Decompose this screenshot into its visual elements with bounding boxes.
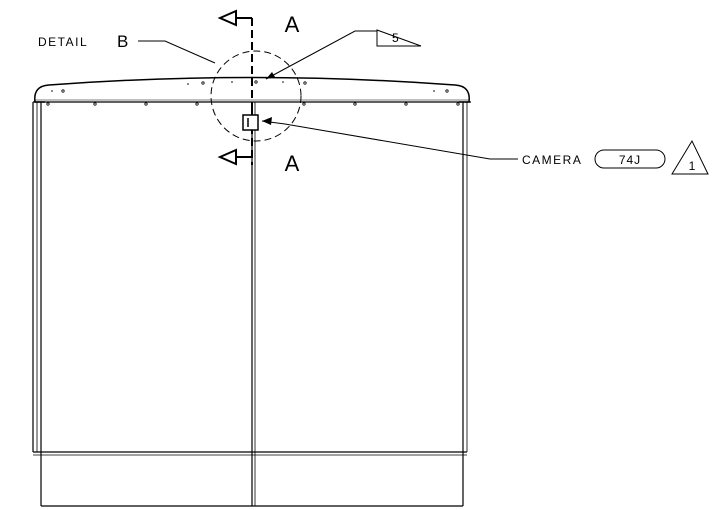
section-arrow-bottom-icon — [217, 148, 237, 166]
enclosure-body — [32, 102, 468, 507]
camera-block-icon — [242, 108, 259, 131]
roof-dots — [51, 81, 435, 92]
callout-1-triangle-icon — [671, 139, 709, 175]
roof-fasteners — [46, 80, 460, 106]
detail-letter: B — [117, 32, 128, 51]
section-arrow-top-icon — [217, 9, 237, 27]
camera-leader — [261, 117, 518, 160]
section-line-a-a — [233, 17, 253, 165]
camera-ref-text: 74J — [619, 153, 641, 167]
detail-label: DETAIL — [38, 35, 88, 49]
detail-b-leader — [138, 40, 216, 64]
section-letter-top: A — [285, 12, 300, 37]
callout-1-number: 1 — [689, 159, 696, 173]
camera-label: CAMERA — [522, 153, 582, 167]
callout-5-triangle-icon — [265, 29, 422, 80]
callout-5-number: 5 — [392, 31, 399, 45]
camera-ref-badge — [594, 149, 666, 169]
section-letter-bottom: A — [285, 151, 300, 176]
detail-b-circle — [210, 50, 302, 142]
